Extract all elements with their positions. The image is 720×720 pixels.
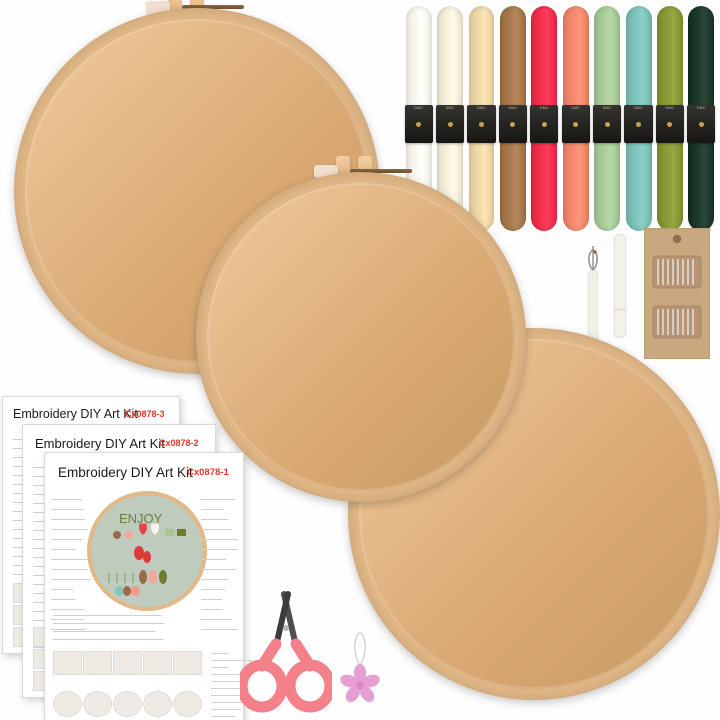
sheet-text-line: [211, 716, 235, 717]
sheet-callout-line: [201, 529, 232, 530]
sheet-callout-line: [201, 579, 228, 580]
sheet-title: Embroidery DIY Art Kit: [13, 407, 138, 421]
embroidery-hoop-s3: S·3 LIFE CABLE CHAIN FEATHER RIBBED SPID…: [196, 172, 526, 502]
thread-label-text: DMC: [467, 105, 495, 143]
thread-skein: DMC: [530, 6, 559, 231]
sheet-text-line: [211, 709, 241, 710]
thread-skein: DMC: [592, 6, 621, 231]
thread-label-text: DMC: [499, 105, 527, 143]
sheet-callout-line: [51, 589, 73, 590]
thread-label-band: DMC: [467, 105, 495, 143]
thread-label-text: DMC: [593, 105, 621, 143]
sheet-callout-line: [201, 519, 228, 520]
thread-label-band: DMC: [624, 105, 652, 143]
thread-label-band: DMC: [562, 105, 590, 143]
hoop-s3-ring: [196, 172, 526, 502]
sheet-step-image: [83, 691, 112, 717]
needle-card: [644, 228, 710, 359]
thread-label-band: DMC: [593, 105, 621, 143]
sheet-diagram-hoop: ENJOY: [87, 491, 207, 611]
flower-needle-threader: [338, 618, 382, 708]
sheet-callout-line: [201, 559, 226, 560]
thread-label-text: DMC: [530, 105, 558, 143]
thread-skein: DMC: [498, 6, 527, 231]
sheet-callout-line: [201, 599, 222, 600]
sheet-callout-line: [51, 579, 90, 580]
sheet-text-line: [211, 653, 229, 654]
thread-label-band: DMC: [656, 105, 684, 143]
sheet-step-image: [53, 651, 82, 675]
sheet-callout-line: [201, 509, 224, 510]
instruction-sheet-1[interactable]: Embroidery DIY Art Kit Cx0878-1 ENJOY: [44, 452, 244, 720]
thread-skein: DMC: [561, 6, 590, 231]
sheet-step-image: [83, 651, 112, 675]
sheet-callout-line: [201, 569, 237, 570]
sheet-step-image: [113, 651, 142, 675]
sheet-step-image: [143, 651, 172, 675]
thread-skein-group: DMCDMCDMCDMCDMCDMCDMCDMCDMCDMC: [404, 6, 716, 231]
sheet-callout-line: [51, 629, 86, 630]
thread-label-text: DMC: [624, 105, 652, 143]
sheet-step-image: [173, 691, 202, 717]
thread-skein: DMC: [624, 6, 653, 231]
thread-label-band: DMC: [436, 105, 464, 143]
sheet-callout-line: [51, 549, 76, 550]
sheet-callout-line: [201, 609, 223, 610]
sheet-callout-line: [51, 609, 85, 610]
sheet-callout-line: [201, 539, 238, 540]
sheet-step-image: [53, 691, 82, 717]
thread-label-band: DMC: [530, 105, 558, 143]
seam-ripper-cap: [612, 232, 628, 340]
sheet-text-line: [53, 615, 161, 616]
sheet-callout-line: [201, 619, 232, 620]
sheet-text-line: [53, 623, 164, 624]
sheet-callout-line: [51, 499, 82, 500]
sheet-text-line: [53, 639, 163, 640]
sheet-code: Cx0878-3: [125, 409, 165, 419]
sheet-callout-line: [51, 519, 85, 520]
sheet-callout-line: [201, 589, 225, 590]
thread-label-band: DMC: [687, 105, 715, 143]
sheet-callout-line: [51, 529, 88, 530]
sheet-step-image: [173, 651, 202, 675]
sheet-step-image: [113, 691, 142, 717]
thread-label-text: DMC: [436, 105, 464, 143]
sheet-callout-line: [201, 549, 238, 550]
sheet-text-line: [211, 688, 242, 689]
sheet-code: Cx0878-2: [159, 438, 199, 448]
sheet-title: Embroidery DIY Art Kit: [35, 436, 165, 451]
sheet-callout-line: [51, 569, 88, 570]
thread-label-text: DMC: [656, 105, 684, 143]
sheet-callout-line: [51, 539, 82, 540]
thread-skein: DMC: [655, 6, 684, 231]
thread-skein: DMC: [467, 6, 496, 231]
thread-label-text: DMC: [562, 105, 590, 143]
sheet-code: Cx0878-1: [187, 467, 229, 478]
sheet-callout-line: [201, 629, 238, 630]
sheet-callout-line: [201, 499, 235, 500]
sheet-title: Embroidery DIY Art Kit: [58, 465, 193, 480]
thread-label-band: DMC: [499, 105, 527, 143]
sheet-step-image: [143, 691, 172, 717]
thread-label-band: DMC: [405, 105, 433, 143]
embroidery-scissors: [240, 588, 332, 714]
thread-label-text: DMC: [687, 105, 715, 143]
sheet-text-line: [211, 667, 228, 668]
sheet-callout-line: [51, 509, 84, 510]
sheet-callout-line: [51, 619, 84, 620]
thread-label-text: DMC: [405, 105, 433, 143]
sheet-diagram-stitches: ENJOY: [91, 495, 195, 599]
sheet-text-line: [53, 631, 155, 632]
sheet-callout-line: [51, 599, 75, 600]
sheet-callout-line: [51, 559, 88, 560]
sheet-text-line: [211, 674, 242, 675]
thread-skein: DMC: [687, 6, 716, 231]
